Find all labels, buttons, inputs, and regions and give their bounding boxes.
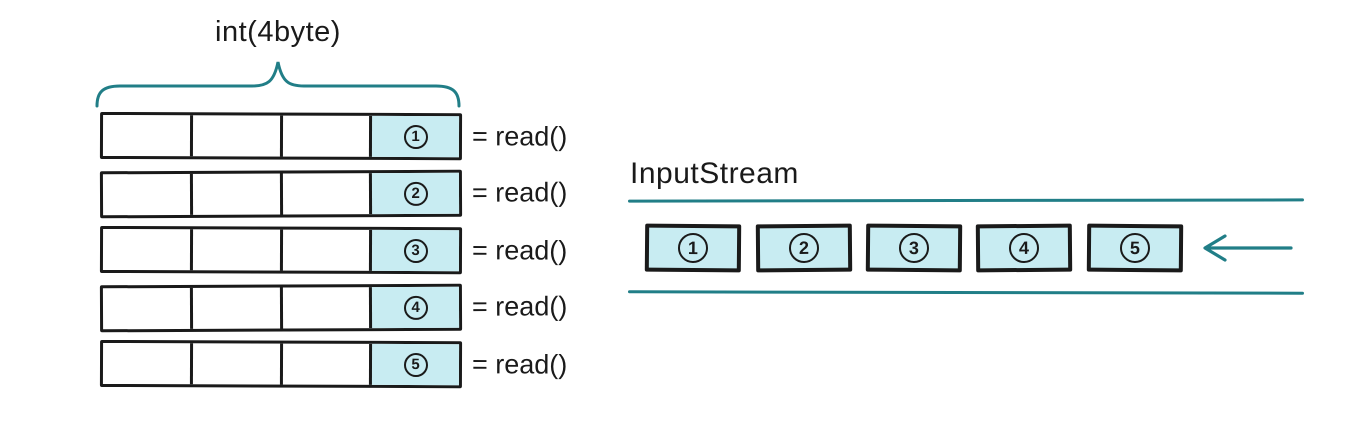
byte-cell bbox=[189, 115, 280, 157]
brace-icon bbox=[95, 61, 461, 108]
stream-byte-box-5: 5 bbox=[1086, 223, 1184, 273]
byte-cell-highlighted: 3 bbox=[369, 229, 460, 272]
byte-row-1: 1 = read() bbox=[99, 111, 700, 161]
byte-cell bbox=[103, 288, 190, 329]
byte-cell-highlighted: 1 bbox=[369, 115, 460, 158]
read-call-label: = read() bbox=[471, 121, 568, 152]
byte-row-3: 3 = read() bbox=[99, 225, 700, 275]
byte-cell bbox=[279, 287, 370, 329]
byte-cell bbox=[189, 287, 280, 329]
byte-row-5: 5 = read() bbox=[99, 339, 700, 389]
circled-number: 3 bbox=[403, 238, 428, 263]
stream-byte-box-2: 2 bbox=[755, 223, 853, 273]
circled-number: 2 bbox=[788, 232, 820, 264]
byte-cell bbox=[103, 229, 190, 270]
read-call-label: = read() bbox=[471, 291, 568, 322]
byte-cell-highlighted: 2 bbox=[369, 172, 460, 215]
read-call-label: = read() bbox=[471, 349, 568, 380]
circled-number: 2 bbox=[403, 181, 428, 206]
circled-number: 4 bbox=[403, 295, 428, 320]
circled-number: 1 bbox=[403, 124, 428, 149]
byte-row-2: 2 = read() bbox=[99, 169, 700, 219]
byte-row-cells: 3 bbox=[99, 225, 463, 275]
byte-cell bbox=[279, 115, 370, 157]
byte-cell bbox=[103, 343, 190, 384]
byte-row-4: 4 = read() bbox=[99, 283, 700, 333]
byte-cell-highlighted: 4 bbox=[369, 286, 460, 329]
stream-bottom-line bbox=[627, 290, 1305, 295]
int4byte-label: int(4byte) bbox=[215, 16, 341, 48]
byte-cell bbox=[103, 115, 190, 156]
byte-row-cells: 2 bbox=[99, 169, 463, 219]
byte-cell bbox=[279, 173, 370, 215]
stream-byte-box-3: 3 bbox=[865, 223, 963, 273]
circled-number: 3 bbox=[898, 232, 930, 264]
left-arrow-icon bbox=[1203, 234, 1293, 262]
circled-number: 5 bbox=[403, 352, 428, 377]
read-call-label: = read() bbox=[471, 177, 568, 208]
byte-cell bbox=[189, 173, 280, 215]
byte-cell bbox=[103, 174, 190, 215]
byte-cell bbox=[279, 343, 370, 385]
byte-row-cells: 4 bbox=[99, 283, 463, 333]
byte-cell-highlighted: 5 bbox=[369, 343, 460, 386]
byte-row-cells: 5 bbox=[99, 339, 463, 389]
stream-top-line bbox=[627, 198, 1305, 203]
circled-number: 1 bbox=[677, 232, 709, 264]
read-call-label: = read() bbox=[471, 235, 568, 266]
circled-number: 4 bbox=[1008, 232, 1040, 264]
byte-cell bbox=[189, 229, 280, 271]
byte-row-cells: 1 bbox=[99, 111, 463, 161]
stream-byte-box-4: 4 bbox=[975, 223, 1073, 273]
byte-cell bbox=[189, 343, 280, 385]
inputstream-label: InputStream bbox=[630, 157, 799, 190]
byte-cell bbox=[279, 229, 370, 271]
stream-byte-box-1: 1 bbox=[644, 223, 742, 273]
circled-number: 5 bbox=[1119, 232, 1151, 264]
